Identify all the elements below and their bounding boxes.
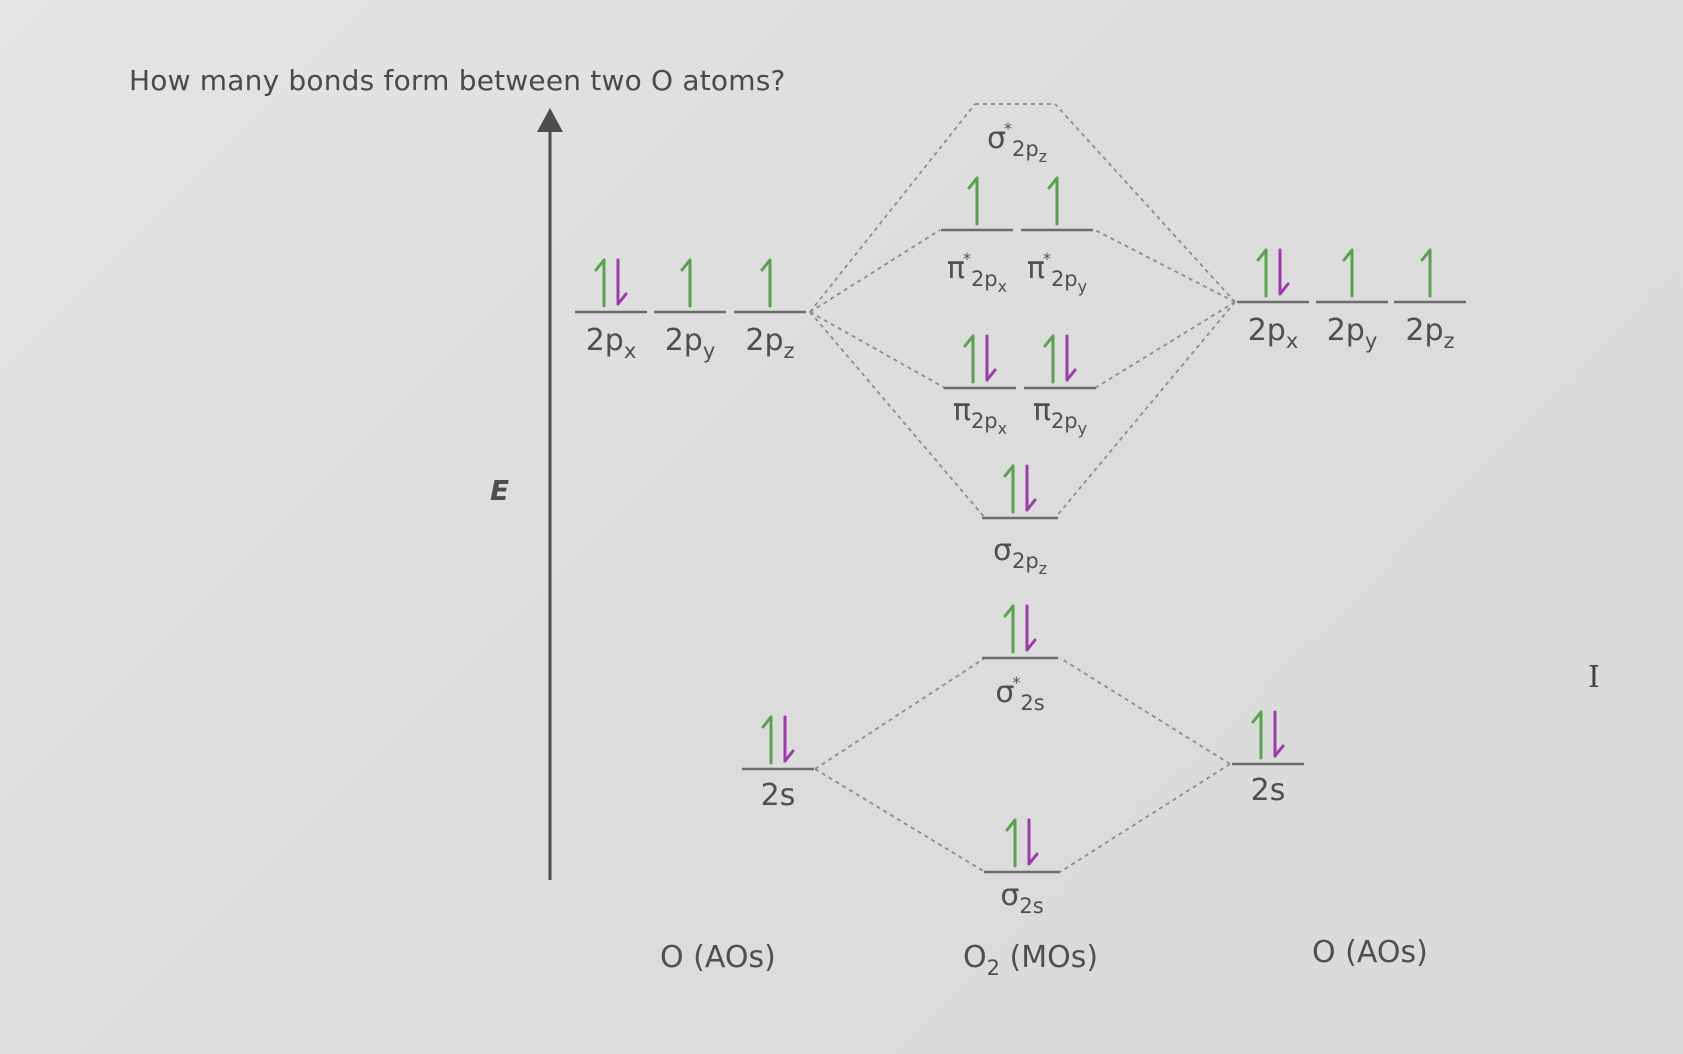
- orbital-label: σ*2pz: [987, 119, 1047, 166]
- spin-down-electron-icon: [783, 715, 795, 763]
- spin-up-electron-icon: [1003, 604, 1015, 654]
- orbital-sigma-star-2pz: σ*2pz: [987, 119, 1047, 166]
- orbital-label: 2s: [761, 778, 796, 813]
- link-left2p-pi: [809, 311, 946, 389]
- orbital-label: π2px: [953, 393, 1007, 438]
- spin-up-electron-icon: [1043, 334, 1055, 384]
- spin-up-electron-icon: [1047, 176, 1059, 226]
- spin-down-electron-icon: [1273, 710, 1285, 758]
- orbital-label: 2pz: [745, 323, 794, 363]
- orbital-pi-2py: π2py: [1024, 334, 1096, 438]
- orbital-left-2px: 2px: [575, 258, 647, 363]
- orbital-levels: 2px 2py 2pz 2s 2px 2py 2pz 2s σ*2pz π*2px π*2py π2p…: [575, 119, 1466, 918]
- orbital-label: π*2px: [947, 249, 1007, 296]
- orbital-label: 2px: [1248, 313, 1299, 353]
- spin-up-electron-icon: [1420, 248, 1432, 298]
- link-left2p-sigma2pz: [809, 311, 986, 519]
- link-right2s-sigmastar2s: [1059, 657, 1231, 765]
- orbital-sigma-2pz: σ2pz: [982, 464, 1058, 578]
- spin-up-electron-icon: [1342, 248, 1354, 298]
- link-right2s-sigma2s: [1059, 763, 1231, 873]
- caption-center-main: O: [963, 940, 987, 975]
- caption-right-aos: O (AOs): [1312, 935, 1428, 970]
- link-left2s-sigma2s: [814, 768, 986, 873]
- orbital-right-2py: 2py: [1316, 248, 1388, 353]
- spin-up-electron-icon: [594, 258, 606, 308]
- orbital-label: π*2py: [1027, 249, 1087, 296]
- link-right2p-pistar: [1094, 229, 1236, 303]
- orbital-label: 2pz: [1405, 313, 1454, 353]
- orbital-label: 2py: [1327, 313, 1378, 353]
- link-left2p-pistar: [809, 229, 941, 313]
- orbital-pi-star-2px: π*2px: [941, 176, 1013, 296]
- question-text: How many bonds form between two O atoms?: [129, 64, 786, 97]
- caption-center-sub: 2: [987, 956, 1000, 980]
- orbital-right-2pz: 2pz: [1394, 248, 1466, 353]
- orbital-label: π2py: [1033, 393, 1087, 438]
- orbital-left-2py: 2py: [654, 258, 726, 363]
- orbital-left-2pz: 2pz: [734, 258, 806, 363]
- spin-up-electron-icon: [761, 715, 773, 765]
- text-cursor-icon: I: [1588, 660, 1600, 695]
- orbital-label: 2s: [1251, 773, 1286, 808]
- orbital-label: 2px: [586, 323, 637, 363]
- spin-up-electron-icon: [760, 258, 772, 308]
- correlation-lines: [809, 103, 1236, 873]
- spin-down-electron-icon: [616, 258, 628, 306]
- spin-up-electron-icon: [680, 258, 692, 308]
- orbital-label: σ2pz: [993, 533, 1047, 578]
- spin-up-electron-icon: [1251, 710, 1263, 760]
- spin-down-electron-icon: [1025, 604, 1037, 652]
- spin-up-electron-icon: [1003, 464, 1015, 514]
- orbital-label: σ*2s: [995, 673, 1044, 715]
- energy-axis-arrowhead: [537, 108, 563, 132]
- spin-up-electron-icon: [1005, 818, 1017, 868]
- spin-up-electron-icon: [967, 176, 979, 226]
- orbital-right-2px: 2px: [1237, 248, 1309, 353]
- orbital-pi-star-2py: π*2py: [1021, 176, 1093, 296]
- orbital-left-2s: 2s: [742, 715, 814, 813]
- spin-down-electron-icon: [985, 334, 997, 382]
- caption-center-mos: O2 (MOs): [963, 940, 1098, 980]
- caption-center-rest: (MOs): [1000, 940, 1098, 975]
- spin-up-electron-icon: [1256, 248, 1268, 298]
- caption-left-aos: O (AOs): [660, 940, 776, 975]
- energy-axis-label: E: [490, 474, 509, 507]
- orbital-label: σ2s: [1000, 878, 1043, 918]
- orbital-right-2s: 2s: [1232, 710, 1304, 808]
- orbital-pi-2px: π2px: [944, 334, 1016, 438]
- link-right2p-sigma2pz: [1054, 301, 1236, 519]
- orbital-sigma-star-2s: σ*2s: [982, 604, 1058, 715]
- spin-down-electron-icon: [1278, 248, 1290, 296]
- link-right2p-sigmastar2pz: [1054, 103, 1236, 303]
- spin-down-electron-icon: [1027, 818, 1039, 866]
- link-right2p-pi: [1094, 301, 1236, 389]
- spin-down-electron-icon: [1065, 334, 1077, 382]
- spin-down-electron-icon: [1025, 464, 1037, 512]
- orbital-label: 2py: [665, 323, 716, 363]
- orbital-sigma-2s: σ2s: [984, 818, 1060, 918]
- link-left2s-sigmastar2s: [814, 657, 986, 770]
- spin-up-electron-icon: [963, 334, 975, 384]
